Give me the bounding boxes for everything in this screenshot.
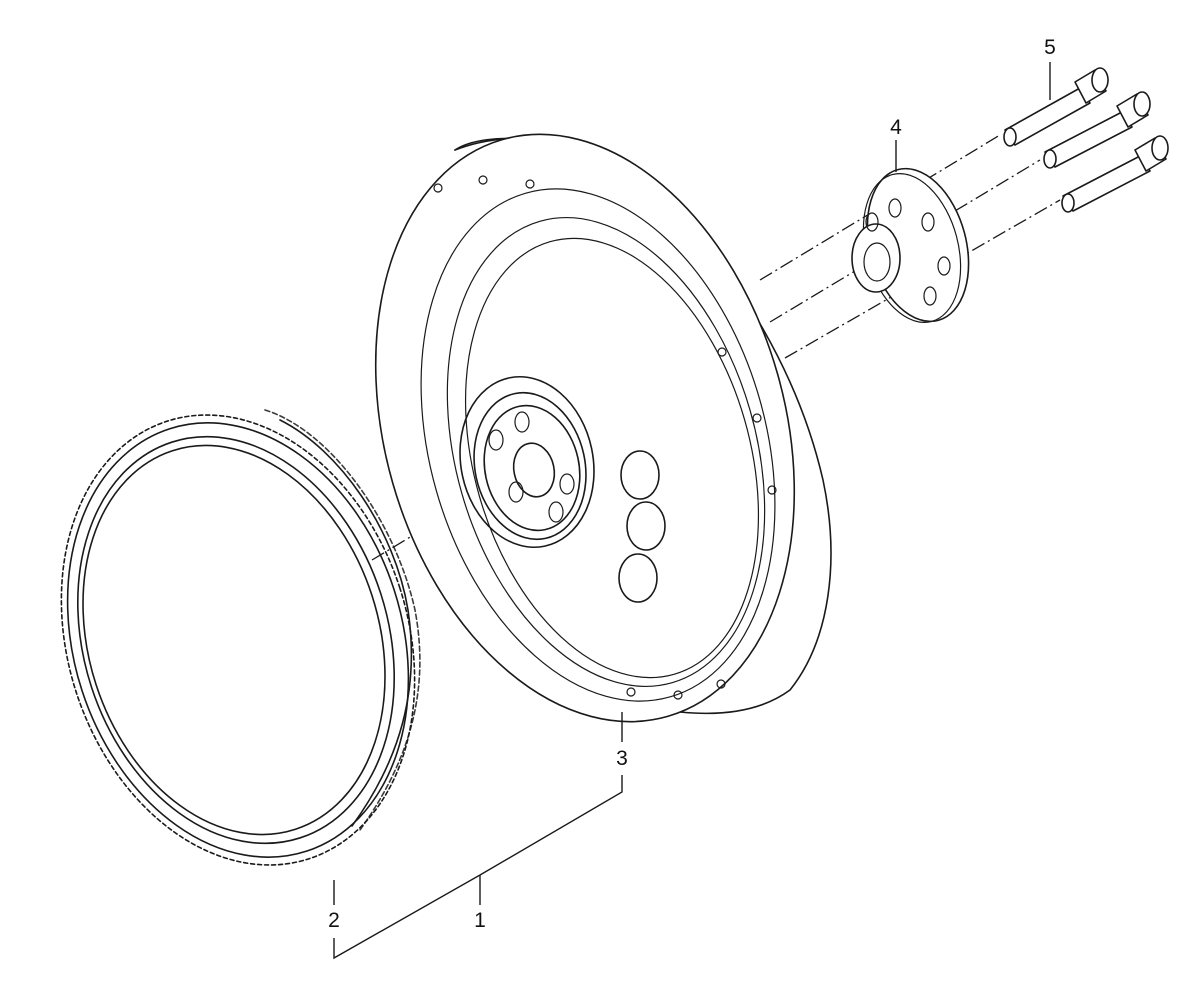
flywheel: [374, 133, 832, 723]
bolts: [1003, 67, 1169, 213]
bolt-1: [1003, 67, 1109, 147]
callout-1: 1: [474, 909, 486, 932]
bolt-2: [1043, 91, 1151, 169]
leader-lines: [333, 62, 1051, 960]
callout-5: 5: [1044, 36, 1056, 59]
spacer-plate: [851, 167, 970, 323]
callout-2: 2: [328, 909, 340, 932]
callout-3: 3: [616, 747, 628, 770]
bolt-3: [1061, 135, 1169, 213]
callout-4: 4: [890, 116, 902, 139]
ring-gear: [60, 409, 421, 866]
